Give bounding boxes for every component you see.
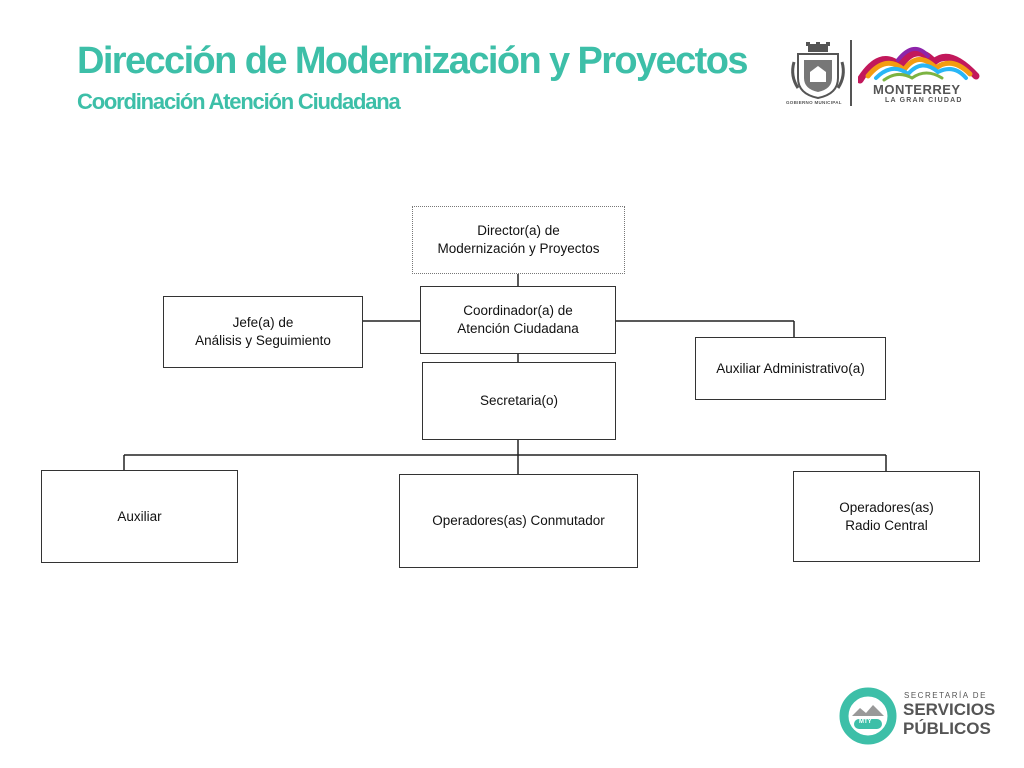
radio-operators-box: Operadores(as) Radio Central — [793, 471, 980, 562]
assistant-box: Auxiliar — [41, 470, 238, 563]
analysis-head-box: Jefe(a) de Análisis y Seguimiento — [163, 296, 363, 368]
city-tagline: LA GRAN CIUDAD — [885, 97, 963, 104]
director-label: Director(a) de Modernización y Proyectos — [437, 223, 600, 256]
secretary-box: Secretaria(o) — [422, 362, 616, 440]
assistant-label: Auxiliar — [117, 508, 162, 524]
admin-assistant-label: Auxiliar Administrativo(a) — [716, 360, 865, 376]
city-name: MONTERREY — [873, 82, 961, 97]
admin-assistant-box: Auxiliar Administrativo(a) — [695, 337, 886, 400]
services-line1: SERVICIOS — [903, 700, 996, 719]
logo-divider — [850, 40, 852, 106]
monterrey-mountains-logo — [858, 47, 980, 84]
coordinator-label: Coordinador(a) de Atención Ciudadana — [457, 303, 579, 336]
analysis-head-label: Jefe(a) de Análisis y Seguimiento — [195, 315, 331, 348]
coat-of-arms-logo — [791, 42, 845, 100]
services-line2: PÚBLICOS — [903, 719, 991, 738]
servicios-publicos-emblem — [839, 687, 897, 745]
services-badge: MTY — [859, 719, 872, 725]
coordinator-box: Coordinador(a) de Atención Ciudadana — [420, 286, 616, 354]
services-prefix: SECRETARÍA DE — [904, 691, 987, 700]
switchboard-operators-box: Operadores(as) Conmutador — [399, 474, 638, 568]
secretary-label: Secretaria(o) — [479, 393, 559, 408]
radio-operators-label: Operadores(as) Radio Central — [839, 499, 934, 533]
director-box: Director(a) de Modernización y Proyectos — [412, 206, 625, 274]
page-subtitle: Coordinación Atención Ciudadana — [77, 89, 401, 114]
switchboard-operators-label: Operadores(as) Conmutador — [432, 513, 605, 528]
municipal-caption: GOBIERNO MUNICIPAL — [786, 100, 842, 105]
page-title: Dirección de Modernización y Proyectos — [77, 40, 748, 82]
